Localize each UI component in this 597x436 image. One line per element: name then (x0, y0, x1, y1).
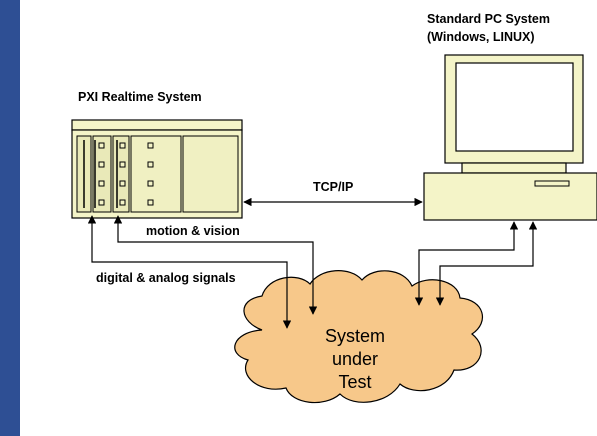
pc-monitor (444, 54, 584, 174)
pxi-title: PXI Realtime System (78, 90, 202, 104)
sut-label-line1: System (324, 326, 385, 346)
pxi-chassis (71, 119, 243, 219)
sut-label-line3: Test (338, 372, 372, 392)
pc-base-unit (423, 172, 597, 221)
tcpip-label: TCP/IP (313, 180, 354, 194)
pc-title-line1: Standard PC System (427, 12, 550, 26)
diagram-panel: Standard PC System (Windows, LINUX) PXI … (20, 0, 597, 436)
pc-sut-link-2 (435, 221, 538, 306)
digital-analog-link (87, 215, 292, 329)
motion-vision-label: motion & vision (146, 224, 240, 238)
digital-analog-label: digital & analog signals (96, 271, 236, 285)
pc-title-line2: (Windows, LINUX) (427, 30, 535, 44)
architecture-diagram (71, 54, 597, 404)
sut-label: System under Test (305, 325, 405, 394)
sut-label-line2: under (331, 349, 379, 369)
